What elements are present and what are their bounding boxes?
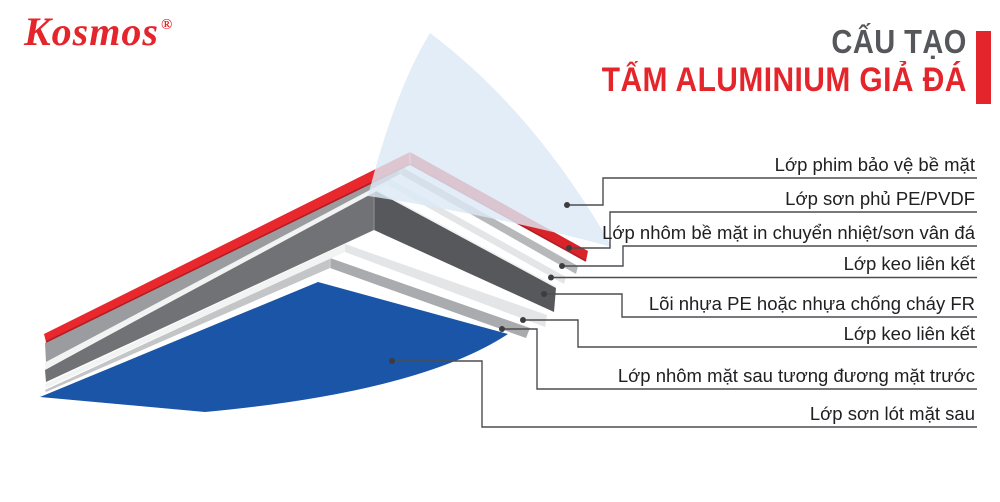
registered-trademark-symbol: ® [160, 17, 173, 33]
leader-line-2 [569, 211, 977, 249]
label-adhesive-top: Lớp keo liên kết [843, 253, 975, 274]
leader-dot-7 [499, 326, 505, 332]
layer-back-aluminium-left [45, 258, 330, 392]
title-line-1: CẤU TẠO [831, 23, 967, 60]
layer-adhesive-bottom-left [45, 244, 345, 388]
label-pe-pvdf-coating: Lớp sơn phủ PE/PVDF [785, 188, 975, 209]
label-adhesive-bottom: Lớp keo liên kết [843, 323, 975, 344]
layer-back-primer-blue [40, 282, 508, 412]
leader-line-3 [562, 245, 977, 267]
leader-dot-8 [389, 358, 395, 364]
title-accent-bar [976, 31, 991, 104]
leader-line-7 [502, 328, 977, 390]
label-protective-film: Lớp phim bảo vệ bề mặt [774, 154, 975, 175]
leader-dot-3 [559, 263, 565, 269]
leader-dot-6 [520, 317, 526, 323]
layer-front-aluminium-left [45, 166, 400, 362]
leader-line-8 [392, 360, 977, 428]
layer-adhesive-bottom-right [345, 244, 547, 327]
layer-core-left [45, 190, 374, 382]
layer-back-aluminium-right [330, 258, 530, 338]
brand-logo: Kosmos® [24, 8, 172, 55]
leader-dots [389, 202, 572, 364]
title-line-2: TẤM ALUMINIUM GIẢ ĐÁ [601, 61, 967, 99]
label-plastic-core: Lõi nhựa PE hoặc nhựa chống cháy FR [648, 293, 975, 314]
diagram-title: CẤU TẠO TẤM ALUMINIUM GIẢ ĐÁ [552, 24, 967, 100]
leader-dot-4 [548, 274, 554, 281]
leader-dot-1 [564, 202, 570, 208]
label-front-aluminium: Lớp nhôm bề mặt in chuyển nhiệt/sơn vân … [602, 222, 975, 243]
layer-paint-coat-left [44, 152, 410, 342]
label-back-primer: Lớp sơn lót mặt sau [809, 403, 975, 424]
leader-line-6 [523, 319, 977, 348]
leader-dot-5 [541, 291, 547, 297]
leader-lines [392, 177, 977, 428]
protective-film [368, 33, 612, 247]
layer-core-right [374, 190, 556, 312]
leader-dot-2 [566, 245, 572, 251]
leader-line-5 [544, 293, 977, 318]
label-back-aluminium: Lớp nhôm mặt sau tương đương mặt trước [617, 365, 975, 386]
leader-line-1 [567, 177, 977, 206]
brand-logo-text: Kosmos [24, 9, 159, 54]
